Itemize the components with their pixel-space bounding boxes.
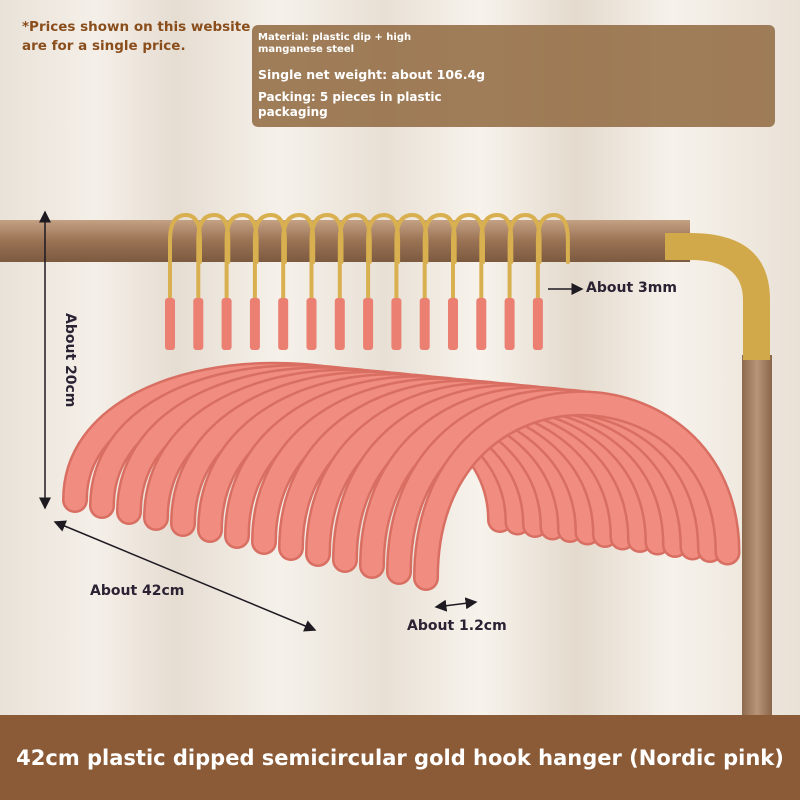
hook-sleeve (249, 298, 260, 350)
spec-box: Material: plastic dip + high manganese s… (252, 25, 775, 127)
rail-rod (0, 220, 690, 262)
width-label: About 42cm (90, 583, 185, 599)
thickness-arrow (434, 597, 478, 612)
hangers (62, 212, 741, 591)
spec-packing: Packing: 5 pieces in plastic packaging (258, 90, 442, 119)
spec-weight: Single net weight: about 106.4g (258, 67, 486, 82)
hook-sleeve (306, 298, 317, 350)
hook-sleeve (419, 298, 430, 350)
rod-gold-elbow (665, 233, 770, 360)
hook-diameter-label: About 3mm (586, 280, 677, 296)
gold-hook (535, 212, 570, 302)
hook-sleeve (334, 298, 345, 350)
hook-sleeve (193, 298, 204, 350)
hook-sleeve (221, 298, 232, 350)
height-label: About 20cm (62, 313, 78, 408)
hook-sleeve (391, 298, 402, 350)
hanger (413, 212, 741, 591)
thickness-label: About 1.2cm (407, 618, 507, 634)
hook-sleeve (278, 298, 289, 350)
width-arrow (53, 520, 317, 632)
hanger-arch (415, 392, 738, 589)
price-note: *Prices shown on this website are for a … (22, 19, 251, 54)
hook-sleeve (476, 298, 487, 350)
title-banner: 42cm plastic dipped semicircular gold ho… (0, 715, 800, 800)
hook-sleeve (165, 298, 175, 350)
hook-sleeve (363, 298, 374, 350)
hook-sleeve (448, 298, 458, 350)
spec-material: Material: plastic dip + high manganese s… (258, 32, 412, 55)
hook-sleeve (532, 298, 543, 350)
post (742, 355, 772, 715)
hook-sleeve (504, 298, 515, 350)
